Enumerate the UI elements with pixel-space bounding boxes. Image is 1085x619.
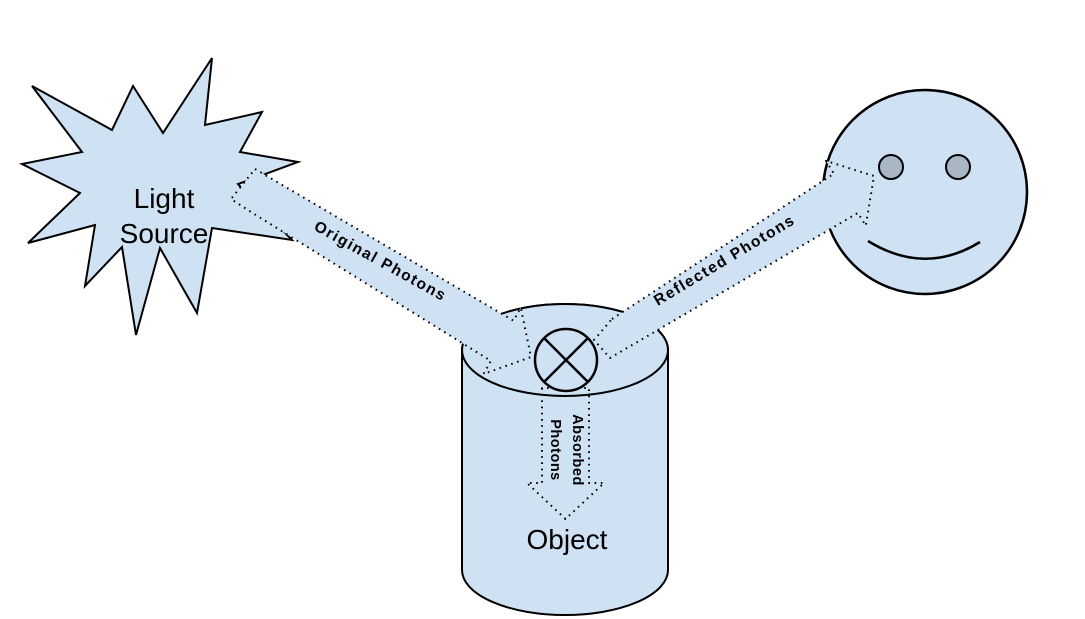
observer-face — [821, 88, 1029, 296]
absorption-x-line-2 — [543, 337, 589, 383]
object-label: Object — [526, 524, 608, 555]
absorbed-photons-label: Absorbed Photons — [547, 414, 585, 486]
light-source-label: Light Source — [119, 183, 209, 249]
original-photons-arrow — [230, 168, 532, 375]
smile-icon — [867, 239, 981, 260]
light-source-starburst — [18, 57, 302, 336]
reflected-photons-arrow — [593, 159, 875, 359]
absorption-symbol-icon — [533, 327, 599, 393]
left-eye-icon — [878, 154, 904, 180]
right-eye-icon — [945, 154, 971, 180]
